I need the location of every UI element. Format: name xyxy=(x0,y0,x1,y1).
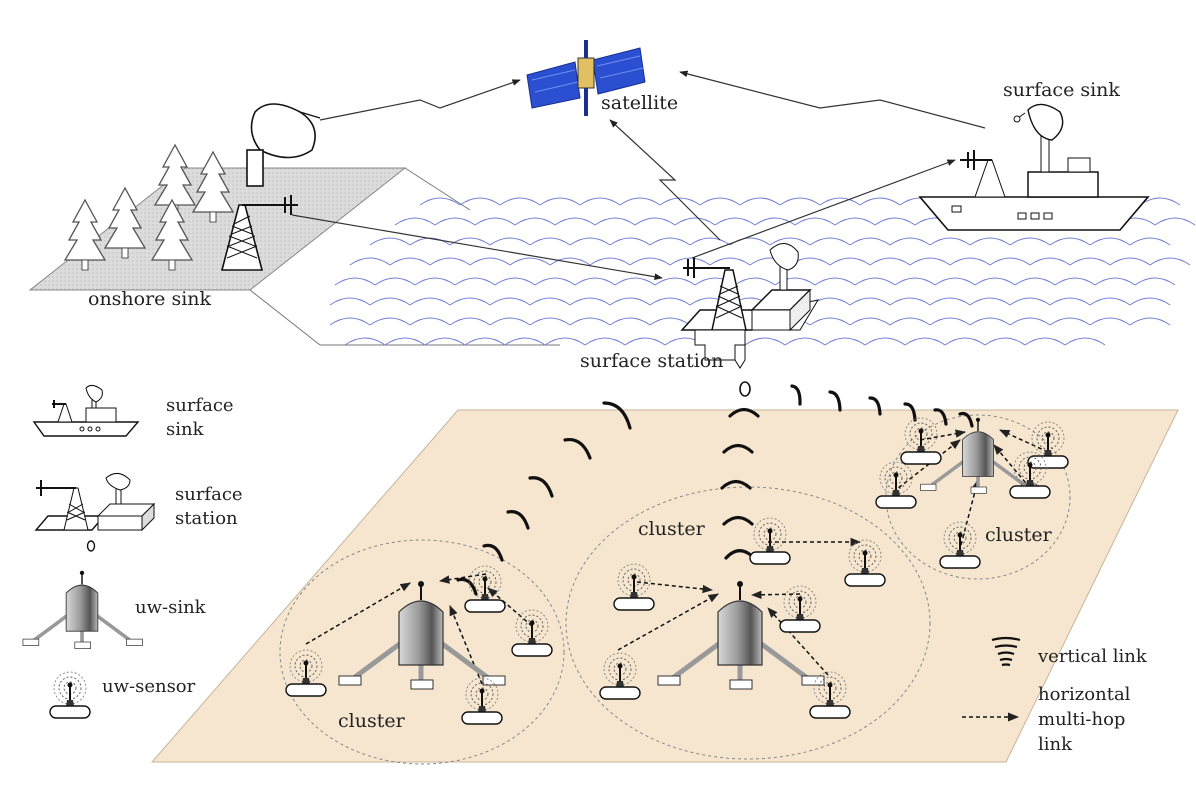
surface-station-label: surface station xyxy=(580,350,723,372)
legend-station-icon xyxy=(34,473,156,552)
cluster-label-middle: cluster xyxy=(638,518,706,540)
legend-surface-station-line2: station xyxy=(175,508,238,529)
legend-horizontal-link-line3: link xyxy=(1038,734,1073,755)
legend-vertical-link-label: vertical link xyxy=(1037,646,1148,667)
radio-tower-icon xyxy=(220,195,298,271)
cluster-label-right: cluster xyxy=(985,524,1053,546)
legend-vertical-link-icon xyxy=(991,636,1021,667)
legend-uw-sink-icon xyxy=(21,568,145,651)
satellite-icon xyxy=(526,40,646,116)
ship-icon xyxy=(918,103,1150,231)
cluster-label-left: cluster xyxy=(338,710,406,732)
surface-sink-label: surface sink xyxy=(1003,79,1120,101)
legend-uw-sensor-label: uw-sensor xyxy=(102,676,196,697)
buoy-station-icon xyxy=(680,243,820,397)
onshore-sink-label: onshore sink xyxy=(88,288,212,310)
seabed-plane xyxy=(150,409,1179,763)
legend-horizontal-link-line2: multi-hop xyxy=(1038,709,1125,730)
satellite-label: satellite xyxy=(601,92,678,114)
vertical-links xyxy=(456,384,974,596)
legend: surface sink surface station uw-sink uw-… xyxy=(21,384,1148,755)
onshore-land xyxy=(28,167,560,346)
dish-antenna-icon xyxy=(246,103,321,187)
legend-horizontal-link-line1: horizontal xyxy=(1038,684,1131,705)
legend-surface-sink-line2: sink xyxy=(166,419,205,440)
legend-ship-icon xyxy=(32,384,140,437)
horizontal-multihop-links xyxy=(305,429,1049,685)
legend-uw-sensor-icon xyxy=(49,671,91,719)
legend-surface-sink-line1: surface xyxy=(166,395,234,416)
legend-surface-station-line1: surface xyxy=(175,484,243,505)
legend-uw-sink-label: uw-sink xyxy=(135,597,207,618)
radio-links xyxy=(291,70,986,281)
